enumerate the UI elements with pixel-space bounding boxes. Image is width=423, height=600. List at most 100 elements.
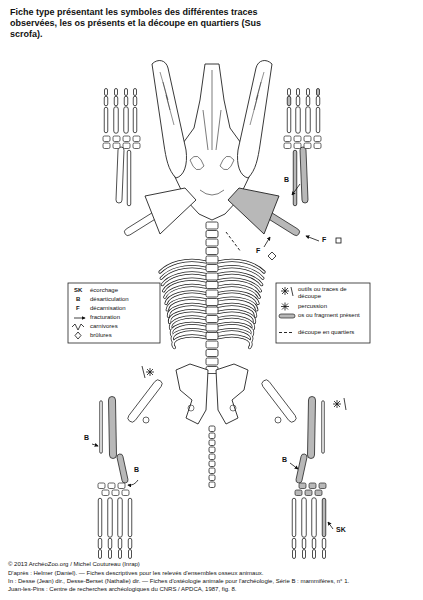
rib-inner xyxy=(218,336,251,348)
rib-inner xyxy=(218,267,263,279)
long-bone xyxy=(306,107,311,133)
vertebra xyxy=(209,482,215,488)
rib xyxy=(218,336,251,348)
trace-code: B xyxy=(134,466,139,474)
long-bone xyxy=(98,498,102,537)
long-bone xyxy=(322,401,325,454)
short-bone xyxy=(319,483,326,489)
legend-text: découpe en quartiers xyxy=(298,329,366,336)
sheet-title: Fiche type présentant les symboles des d… xyxy=(10,7,272,39)
long-bone xyxy=(99,550,102,559)
long-bone xyxy=(300,147,308,203)
credit-line: © 2013 ArchéoZoo.org / Michel Coutureau … xyxy=(8,561,413,568)
short-bone xyxy=(133,143,140,149)
long-bone xyxy=(104,107,108,132)
vertebra xyxy=(206,265,218,272)
long-bone xyxy=(316,107,320,132)
long-bone xyxy=(117,454,128,483)
long-bone xyxy=(129,550,132,559)
quarter-cut-line xyxy=(226,232,241,252)
short-bone xyxy=(102,490,109,496)
legend-text: écorchage xyxy=(90,287,156,294)
short-bone xyxy=(304,143,311,149)
long-bone xyxy=(308,397,316,459)
long-bone xyxy=(262,380,296,422)
long-bone xyxy=(134,89,137,96)
short-bone xyxy=(118,483,125,489)
long-bone xyxy=(114,96,118,105)
vertebra xyxy=(209,461,215,467)
trace-code: B xyxy=(84,434,89,442)
trace-arrow xyxy=(92,444,98,446)
long-bone xyxy=(292,498,296,537)
long-bone xyxy=(114,107,119,133)
vertebra xyxy=(206,282,218,289)
long-bone xyxy=(124,107,129,133)
short-bone xyxy=(305,490,312,496)
long-bone xyxy=(125,89,128,96)
long-bone xyxy=(128,538,132,549)
long-bone xyxy=(116,147,124,203)
cut-asterisk xyxy=(333,398,346,410)
rib-inner xyxy=(164,279,206,291)
vertebra xyxy=(206,248,218,255)
short-bone xyxy=(113,143,120,149)
vertebra xyxy=(209,433,215,439)
credit-line: D'après : Helmer (Daniel). — Fiches desc… xyxy=(8,570,413,577)
trace-code: SK xyxy=(336,526,346,534)
long-bone xyxy=(108,538,112,549)
long-bone xyxy=(302,538,306,549)
trace-arrow xyxy=(292,184,300,195)
patella xyxy=(143,417,149,423)
mandible xyxy=(237,61,272,178)
trace-arrow xyxy=(128,480,138,485)
scapula xyxy=(145,188,196,234)
short-bone xyxy=(315,490,322,496)
long-bone xyxy=(100,401,103,454)
long-bone xyxy=(292,538,296,549)
trace-code: F xyxy=(322,236,326,244)
long-bone xyxy=(322,498,326,537)
rib-cage xyxy=(160,260,264,347)
trace-arrow xyxy=(328,522,333,529)
credit-line: Juan-les-Pins : Centre de recherches arc… xyxy=(8,586,413,593)
trace-code: B xyxy=(284,176,289,184)
trace-arrow xyxy=(264,237,270,247)
long-bone xyxy=(105,89,108,96)
coxal-bone xyxy=(216,364,248,424)
vertebra xyxy=(206,256,218,263)
short-bone xyxy=(133,136,140,142)
short-bone xyxy=(304,136,311,142)
vertebra xyxy=(206,316,218,323)
trace-marks xyxy=(92,184,346,529)
vertebra xyxy=(206,239,218,246)
long-bone xyxy=(293,150,297,206)
long-bone xyxy=(108,498,113,538)
rib xyxy=(173,336,206,348)
vertebra xyxy=(206,273,218,280)
legend-sample-asterisk xyxy=(281,303,289,311)
long-bone xyxy=(293,550,296,559)
long-bone xyxy=(128,498,132,537)
short-bone xyxy=(314,143,321,149)
legend-text: outils ou traces de découpe xyxy=(298,286,366,300)
rib-inner xyxy=(161,267,206,279)
trace-code: SK xyxy=(74,287,82,294)
vertebra xyxy=(206,222,218,229)
long-bone xyxy=(302,498,307,538)
long-bone xyxy=(288,89,291,96)
scapula xyxy=(228,188,279,234)
legend-sample-arrow xyxy=(74,318,85,319)
short-bone xyxy=(103,143,110,149)
legend-box xyxy=(276,283,370,343)
vertebra xyxy=(206,341,218,348)
short-bone xyxy=(108,483,115,489)
long-bone xyxy=(133,107,137,132)
short-bone xyxy=(295,490,302,496)
vertebra xyxy=(209,426,215,432)
long-bone xyxy=(287,107,291,132)
short-bone xyxy=(314,136,321,142)
long-bone xyxy=(316,96,320,105)
trace-code: B xyxy=(282,456,287,464)
